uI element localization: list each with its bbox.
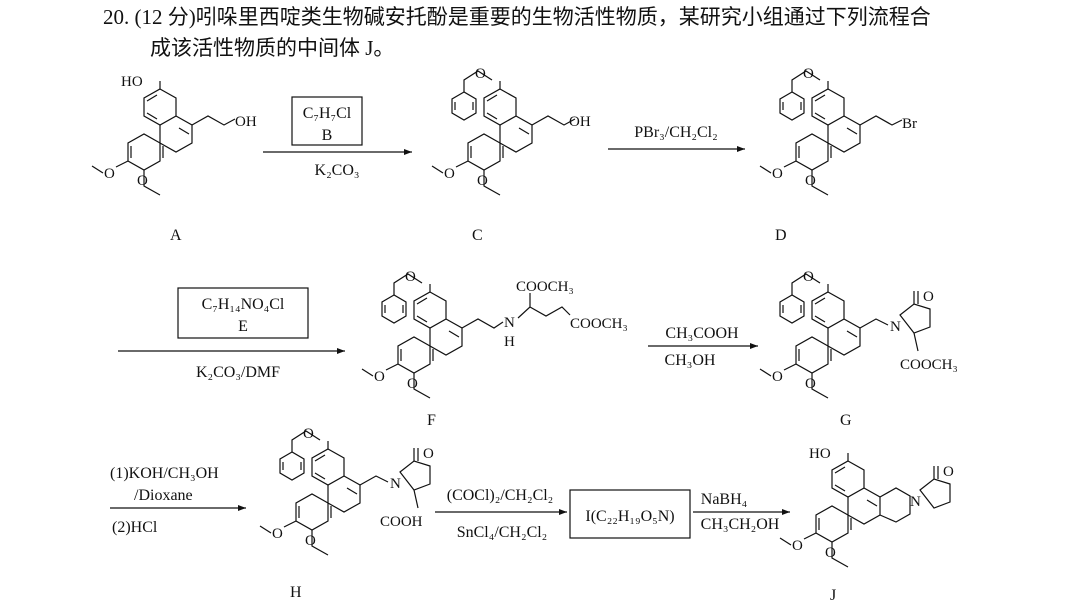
- compound-F-structure: O N H COOCH₃ COOCH₃ O O: [361, 269, 628, 399]
- carbonyl-O-label: O: [923, 289, 934, 305]
- reagent-D-to-F-below: K₂CO₃/DMF: [196, 364, 280, 381]
- oxygen-label: O: [475, 66, 486, 82]
- oxygen-label: O: [772, 369, 783, 385]
- oxygen-label: O: [477, 173, 488, 189]
- oxygen-label: O: [444, 166, 455, 182]
- reagent-H-to-I-below: SnCl₄/CH₂Cl₂: [457, 524, 548, 541]
- oxygen-label: O: [803, 66, 814, 82]
- acid-group-label: COOH: [380, 514, 423, 530]
- reagent-A-to-C-below: K₂CO₃: [315, 162, 360, 179]
- compound-J-label: J: [830, 587, 836, 604]
- oxygen-label: O: [272, 526, 283, 542]
- oxygen-label: O: [792, 538, 803, 554]
- ester-group-label: COOCH₃: [900, 357, 958, 373]
- reagent-G-to-H-line1: (1)KOH/CH₃OH: [110, 465, 219, 482]
- question-line-1: 20. (12 分)吲哚里西啶类生物碱安托酚是重要的生物活性物质，某研究小组通过…: [103, 3, 931, 32]
- oxygen-label: O: [374, 369, 385, 385]
- ester-group-label: COOCH₃: [570, 316, 628, 332]
- reagent-H-to-I-above: (COCl)₂/CH₂Cl₂: [447, 487, 554, 504]
- compound-G-label: G: [840, 412, 852, 429]
- ester-group-label: COOCH₃: [516, 279, 574, 295]
- oxygen-label: O: [805, 173, 816, 189]
- question-number: 20.: [103, 5, 130, 29]
- lactam-N-label: N: [890, 319, 901, 335]
- hydroxyl-label: OH: [569, 114, 591, 130]
- reagent-G-to-H-line3: (2)HCl: [112, 519, 158, 536]
- compound-J-structure: HO N O O O: [779, 446, 954, 568]
- hydroxyl-label: OH: [235, 114, 257, 130]
- carbonyl-O-label: O: [943, 464, 954, 480]
- reagent-E-formula: C₇H₁₄NO₄Cl: [202, 296, 285, 313]
- reagent-B-label: B: [322, 127, 333, 144]
- oxygen-label: O: [825, 545, 836, 561]
- hydroxyl-label: HO: [809, 446, 831, 462]
- oxygen-label: O: [805, 376, 816, 392]
- reagent-F-to-G-below: CH₃OH: [665, 352, 716, 369]
- oxygen-label: O: [303, 426, 314, 442]
- bromine-label: Br: [902, 116, 917, 132]
- lactam-N-label: N: [390, 476, 401, 492]
- oxygen-label: O: [137, 173, 148, 189]
- hydroxyl-label: HO: [121, 74, 143, 90]
- carbonyl-O-label: O: [423, 446, 434, 462]
- reagent-B-box: [291, 96, 363, 146]
- reagent-I-to-J-above: NaBH₄: [701, 491, 748, 508]
- compound-F-label: F: [427, 412, 436, 429]
- oxygen-label: O: [407, 376, 418, 392]
- amine-H-label: H: [504, 334, 515, 350]
- intermediate-I-box: [569, 489, 691, 539]
- oxygen-label: O: [405, 269, 416, 285]
- lactam-N-label: N: [910, 494, 921, 510]
- compound-C-structure: O OH O O: [431, 66, 591, 196]
- oxygen-label: O: [305, 533, 316, 549]
- question-text-1: (12 分)吲哚里西啶类生物碱安托酚是重要的生物活性物质，某研究小组通过下列流程…: [134, 5, 931, 29]
- oxygen-label: O: [104, 166, 115, 182]
- amine-N-label: N: [504, 315, 515, 331]
- reagent-B-formula: C₇H₇Cl: [303, 105, 352, 122]
- reagent-E-box: [177, 287, 309, 339]
- reagent-E-label: E: [238, 318, 248, 335]
- reagent-F-to-G-above: CH₃COOH: [665, 325, 739, 342]
- compound-D-structure: O Br O O: [759, 66, 917, 196]
- compound-H-structure: O N O COOH O O: [259, 426, 434, 556]
- oxygen-label: O: [772, 166, 783, 182]
- compound-H-label: H: [290, 584, 302, 601]
- compound-D-label: D: [775, 227, 787, 244]
- reagent-G-to-H-line2: /Dioxane: [134, 487, 193, 504]
- intermediate-I-label: I(C₂₂H₁₉O₅N): [585, 508, 674, 525]
- compound-A-label: A: [170, 227, 182, 244]
- compound-A-structure: HO OH O O: [91, 74, 257, 196]
- reagent-I-to-J-below: CH₃CH₂OH: [701, 516, 780, 533]
- compound-G-structure: O N O COOCH₃ O O: [759, 269, 958, 399]
- question-line-2: 成该活性物质的中间体 J。: [150, 36, 395, 60]
- reagent-C-to-D: PBr₃/CH₂Cl₂: [634, 124, 717, 141]
- oxygen-label: O: [803, 269, 814, 285]
- compound-C-label: C: [472, 227, 483, 244]
